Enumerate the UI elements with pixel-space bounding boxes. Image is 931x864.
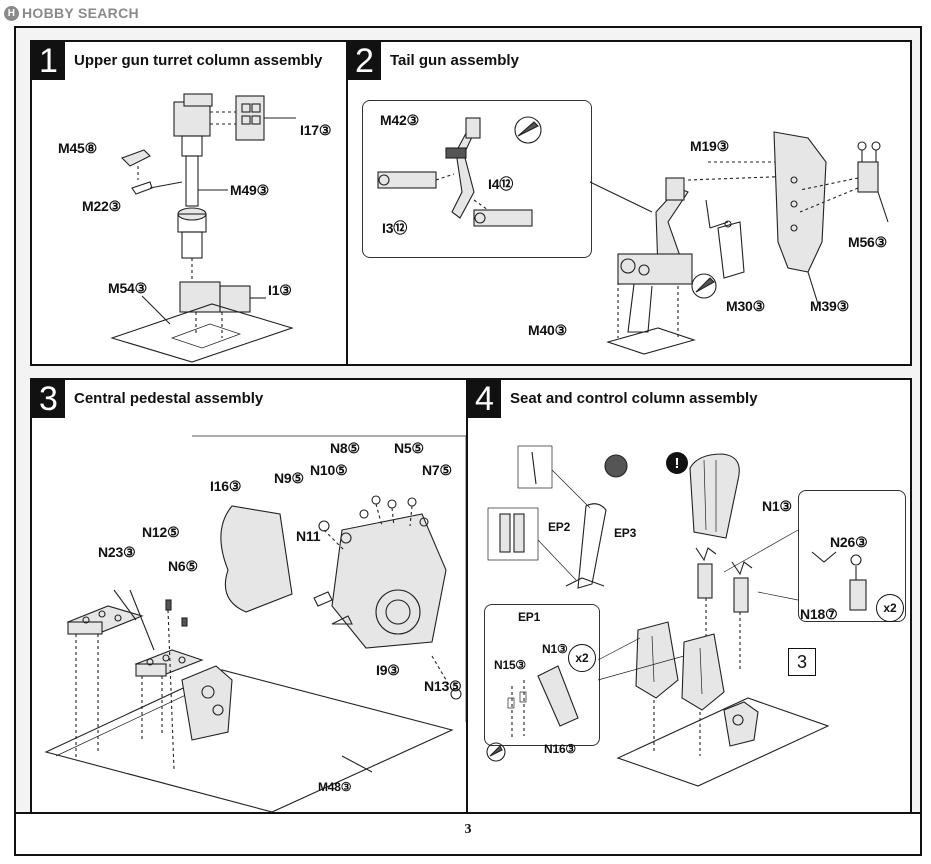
watermark-text: HOBBY SEARCH <box>22 5 139 21</box>
part-label: N1③ <box>762 498 792 514</box>
reference-step-box: 3 <box>788 648 816 676</box>
seat-control-drawing <box>486 445 867 787</box>
step-2-panel: 2 Tail gun assembly <box>346 40 912 366</box>
step-number: 3 <box>32 380 65 418</box>
central-pedestal-drawing <box>44 435 467 813</box>
step-1-panel: 1 Upper gun turret column assembly <box>30 40 348 366</box>
part-label: EP3 <box>614 526 637 540</box>
part-label: EP2 <box>548 520 571 534</box>
part-label: M39③ <box>810 298 849 314</box>
part-label: M19③ <box>690 138 729 154</box>
part-label: M30③ <box>726 298 765 314</box>
watermark: H HOBBY SEARCH <box>4 3 139 23</box>
part-label: M45⑧ <box>58 140 97 156</box>
step-title: Central pedestal assembly <box>74 390 264 407</box>
part-label: N9⑤ <box>274 470 304 486</box>
step-title: Tail gun assembly <box>390 52 519 69</box>
quantity-badge: x2 <box>876 594 904 622</box>
part-label: M56③ <box>848 234 887 250</box>
part-label: N10⑤ <box>310 462 348 478</box>
step-title: Upper gun turret column assembly <box>74 52 323 69</box>
part-label: N16③ <box>544 742 576 756</box>
part-label: N11 <box>296 528 321 544</box>
part-label: M49③ <box>230 182 269 198</box>
part-label: M22③ <box>82 198 121 214</box>
part-label: N18⑦ <box>800 606 838 622</box>
step-number: 1 <box>32 42 65 80</box>
part-label: N26③ <box>830 534 868 550</box>
part-label: N1③ <box>542 642 568 656</box>
instruction-sheet: 1 Upper gun turret column assembly <box>14 26 922 856</box>
part-label: N13⑤ <box>424 678 462 694</box>
part-label: N5⑤ <box>394 440 424 456</box>
tail-gun-drawing <box>377 116 889 355</box>
part-label: EP1 <box>518 610 541 624</box>
part-label: N7⑤ <box>422 462 452 478</box>
caution-icon: ! <box>666 452 688 474</box>
page-footer: 3 <box>16 812 920 854</box>
part-label: I17③ <box>300 122 332 138</box>
step-3-panel: 3 Central pedestal assembly <box>30 378 468 814</box>
part-label: M54③ <box>108 280 147 296</box>
quantity-badge: x2 <box>568 644 596 672</box>
step-number: 4 <box>468 380 501 418</box>
part-label: I16③ <box>210 478 242 494</box>
part-label: M42③ <box>380 112 419 128</box>
step-title: Seat and control column assembly <box>510 390 758 407</box>
part-label: N15③ <box>494 658 526 672</box>
part-label: I1③ <box>268 282 292 298</box>
part-label: N8⑤ <box>330 440 360 456</box>
part-label: N23③ <box>98 544 136 560</box>
part-label: M48③ <box>318 780 352 794</box>
part-label: N6⑤ <box>168 558 198 574</box>
step-number: 2 <box>348 42 381 80</box>
part-label: I3⑫ <box>382 220 408 236</box>
turret-column-drawing <box>110 93 296 363</box>
page-number: 3 <box>464 822 472 837</box>
step-4-panel: 4 Seat and control column assembly ! x2 … <box>466 378 912 814</box>
part-label: N12⑤ <box>142 524 180 540</box>
part-label: M40③ <box>528 322 567 338</box>
watermark-logo-icon: H <box>4 5 19 21</box>
part-label: I4⑫ <box>488 176 514 192</box>
part-label: I9③ <box>376 662 400 678</box>
